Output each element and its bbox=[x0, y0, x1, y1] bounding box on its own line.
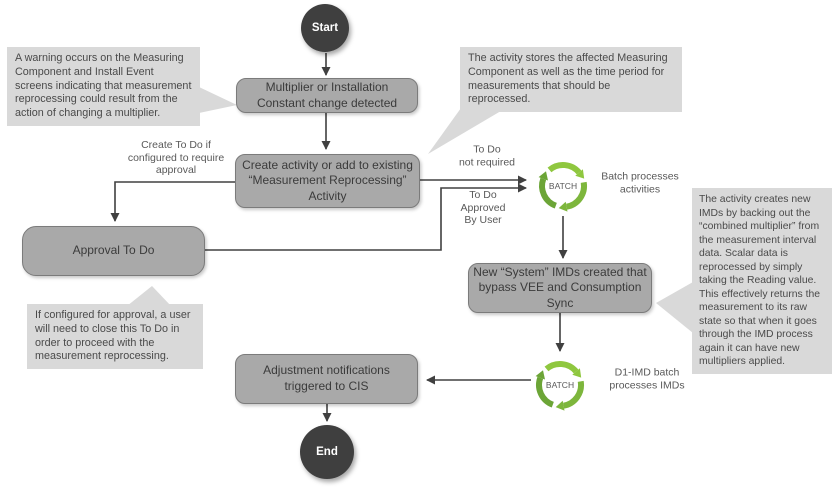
batch2-arrowhead-top bbox=[572, 368, 582, 378]
batch-arc-top bbox=[547, 161, 582, 175]
batch-icon: BATCH bbox=[538, 161, 588, 212]
node-create-activity-label: Create activity or add to existing “Meas… bbox=[242, 157, 413, 203]
batch-arrowhead-top bbox=[575, 169, 585, 179]
edge-label-create-todo: Create To Do if configured to require ap… bbox=[127, 139, 225, 177]
callout-imd: The activity creates new IMDs by backing… bbox=[692, 188, 832, 374]
node-approval-todo: Approval To Do bbox=[22, 226, 205, 276]
callout-tail-imd bbox=[656, 282, 693, 333]
node-new-imds-label: New “System” IMDs created that bypass VE… bbox=[473, 264, 647, 310]
node-create-activity: Create activity or add to existing “Meas… bbox=[235, 154, 420, 208]
batch-arc-right bbox=[565, 181, 588, 210]
node-change-detected-label: Multiplier or Installation Constant chan… bbox=[256, 79, 398, 110]
node-change-detected: Multiplier or Installation Constant chan… bbox=[236, 78, 418, 113]
node-new-imds: New “System” IMDs created that bypass VE… bbox=[468, 263, 652, 313]
node-adjustment-notifications: Adjustment notifications triggered to CI… bbox=[235, 354, 418, 404]
arrow-create-to-approval bbox=[110, 181, 236, 222]
end-node-label: End bbox=[316, 446, 338, 458]
batch2-arc-left bbox=[536, 376, 555, 408]
batch-arrowhead-left bbox=[538, 171, 548, 181]
start-node-label: Start bbox=[311, 22, 339, 34]
batch-arrowhead-bottom bbox=[558, 201, 568, 212]
callout-tail-activity-stores bbox=[428, 108, 506, 154]
node-adjustment-notifications-label: Adjustment notifications triggered to CI… bbox=[263, 363, 390, 393]
callout-approval: If configured for approval, a user will … bbox=[27, 304, 203, 370]
batch2-arc-right bbox=[562, 380, 585, 409]
start-node: Start bbox=[301, 4, 349, 52]
batch2-arc-top bbox=[544, 360, 579, 374]
batch-icon-2: BATCH bbox=[535, 360, 585, 411]
batch2-arrowhead-left bbox=[535, 370, 545, 380]
edge-label-d1-imd-batch: D1-IMD batch processes IMDs bbox=[609, 366, 685, 391]
arrow-approval-to-batch bbox=[205, 183, 527, 251]
callout-activity-stores: The activity stores the affected Measuri… bbox=[460, 47, 682, 113]
batch2-arrowhead-bottom bbox=[555, 400, 565, 411]
edge-label-todo-not-required: To Do not required bbox=[458, 143, 516, 168]
callout-warning: A warning occurs on the Measuring Compon… bbox=[7, 47, 200, 127]
node-approval-todo-label: Approval To Do bbox=[72, 243, 155, 258]
edge-label-todo-approved: To Do Approved By User bbox=[460, 189, 506, 227]
callout-tail-warning bbox=[199, 87, 237, 113]
batch-arc-left bbox=[539, 177, 558, 209]
batch-icon-label: BATCH bbox=[549, 181, 577, 191]
edge-label-batch-processes-activities: Batch processes activities bbox=[601, 170, 679, 195]
batch-icon-2-label: BATCH bbox=[546, 380, 574, 390]
end-node: End bbox=[300, 425, 354, 479]
callout-tail-approval bbox=[127, 286, 171, 306]
